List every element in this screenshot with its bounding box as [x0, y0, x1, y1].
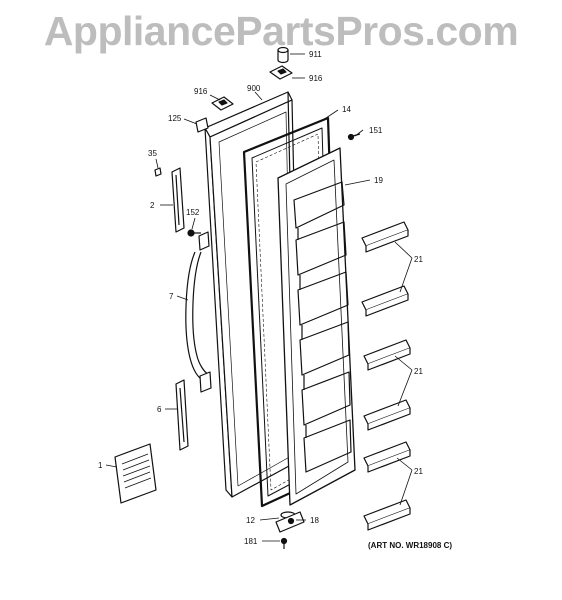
callout-900: 900 — [247, 84, 261, 93]
watermark-logo: AppliancePartsPros.com — [43, 8, 519, 54]
callout-21-middle: 21 — [414, 367, 423, 376]
callout-916-top: 916 — [309, 74, 323, 83]
callout-2: 2 — [150, 201, 155, 210]
callout-151: 151 — [369, 126, 383, 135]
callout-6: 6 — [157, 405, 162, 414]
art-number: (ART NO. WR18908 C) — [368, 541, 453, 550]
callout-14: 14 — [342, 105, 351, 114]
callout-21-upper: 21 — [414, 255, 423, 264]
door-liner — [277, 147, 356, 506]
callout-19: 19 — [374, 176, 383, 185]
callout-1: 1 — [98, 461, 103, 470]
callout-35: 35 — [148, 149, 157, 158]
callout-labels: 911 916 916 900 125 14 151 35 19 2 152 2… — [98, 50, 423, 546]
callout-7: 7 — [169, 292, 174, 301]
callout-18: 18 — [310, 516, 319, 525]
small-parts — [114, 46, 361, 549]
callout-12: 12 — [246, 516, 255, 525]
callout-911: 911 — [309, 50, 322, 59]
callout-152: 152 — [186, 208, 200, 217]
callout-21-lower: 21 — [414, 467, 423, 476]
callout-125: 125 — [168, 114, 182, 123]
door-shelves — [361, 221, 411, 531]
callout-916-left: 916 — [194, 87, 208, 96]
leader-lines — [105, 53, 413, 542]
callout-181: 181 — [244, 537, 258, 546]
